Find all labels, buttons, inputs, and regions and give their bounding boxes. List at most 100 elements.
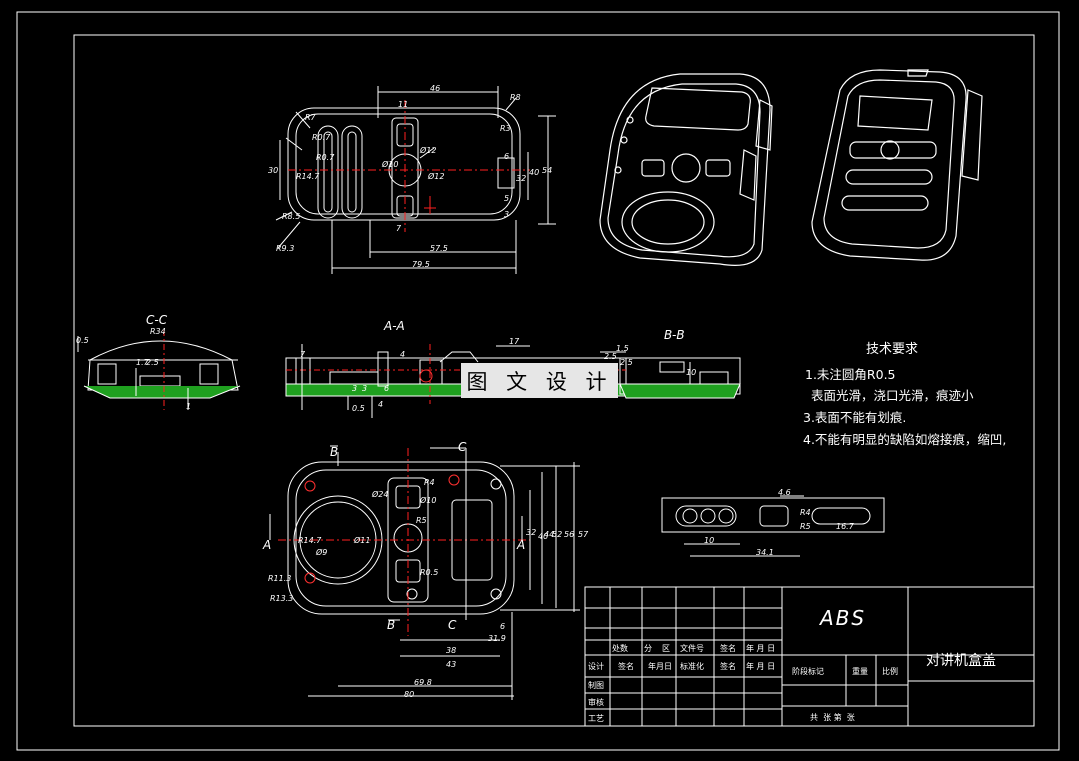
dimension-label: 57.5: [430, 244, 448, 253]
dimension-label: 34.1: [756, 548, 774, 557]
dimension-label: 43: [446, 660, 457, 669]
dimension-label: R13.3: [270, 594, 294, 603]
dimension-label: 4.6: [778, 488, 791, 497]
dimension-label: R34: [150, 327, 166, 336]
title-block-cell: 年 月 日: [746, 644, 776, 653]
dimension-label: 46: [430, 84, 441, 93]
tech-note-line: 3.表面不能有划痕.: [803, 410, 907, 425]
dimension-label: R11.3: [268, 574, 292, 583]
dimension-label: 7: [396, 224, 402, 233]
dimension-label: Ø10: [382, 160, 399, 169]
dimension-label: 32: [526, 528, 537, 537]
dimension-label: R14.7: [296, 172, 320, 181]
dimension-label: R9.3: [276, 244, 295, 253]
dimension-label: R8: [510, 93, 521, 102]
dimension-label: 32: [516, 174, 527, 183]
cut-marker-c-top: C: [458, 440, 467, 454]
dimension-label: Ø12: [428, 172, 445, 181]
isometric-view-open: [599, 73, 773, 266]
dimension-label: R0.7: [312, 133, 331, 142]
dimension-label: Ø11: [354, 536, 371, 545]
tech-notes-title: 技术要求: [866, 342, 919, 357]
section-label-cc: C-C: [146, 313, 168, 327]
title-block-cell: 年月日: [648, 662, 672, 671]
detail-view: [661, 495, 885, 557]
dimension-label: R5: [800, 522, 811, 531]
dimension-label: 44: [544, 530, 555, 539]
dimension-label: 38: [446, 646, 457, 655]
cut-marker-c-bottom: C: [448, 618, 457, 632]
title-block-cell: 签名: [720, 644, 736, 653]
dimension-label: Ø10: [420, 496, 437, 505]
dimension-label: 1.5: [616, 344, 629, 353]
section-label-aa: A-A: [384, 319, 405, 333]
dimension-label: R0.5: [420, 568, 439, 577]
title-block-cell: 签名: [720, 662, 736, 671]
outer-border: [16, 11, 1060, 751]
title-block-cell: 分: [644, 644, 652, 653]
title-block-cell: 签名: [618, 662, 634, 671]
dimension-label: 1: [186, 402, 192, 411]
material-label: ABS: [820, 606, 867, 630]
title-block-cell: 工艺: [588, 714, 604, 723]
top-view: [275, 86, 556, 274]
cut-marker-b-bottom: B: [387, 618, 396, 632]
title-block: [584, 586, 1035, 727]
dimension-label: 80: [404, 690, 415, 699]
dimension-label: Ø9: [316, 548, 328, 557]
dimension-label: 0.5: [352, 404, 365, 413]
section-bb: [600, 351, 741, 399]
title-block-cell: 制图: [588, 681, 604, 690]
dimension-label: 3: [352, 384, 358, 393]
dimension-label: R4: [800, 508, 811, 517]
dimension-label: 7: [300, 350, 306, 359]
dimension-label: Ø12: [420, 146, 437, 155]
title-block-cell: 共 张 第 张: [810, 713, 855, 722]
dimension-label: 1.7: [136, 358, 149, 367]
tech-note-line: 1.未注圆角R0.5: [805, 367, 896, 382]
watermark-label: 图 文 设 计: [461, 363, 618, 398]
dimension-label: R7: [305, 113, 316, 122]
dimension-label: 5: [504, 194, 510, 203]
bottom-view: [269, 445, 580, 700]
part-name: 对讲机盒盖: [926, 653, 996, 669]
title-block-cell: 审核: [588, 698, 604, 707]
title-block-cell: 设计: [588, 662, 604, 671]
title-block-cell: 比例: [882, 667, 898, 676]
dimension-label: R14.7: [298, 536, 322, 545]
dimension-label: 40: [538, 532, 549, 541]
dimension-label: R3: [500, 124, 511, 133]
title-block-cell: 区: [662, 644, 670, 653]
title-block-cell: 处数: [612, 644, 628, 653]
dimension-label: 10: [686, 368, 697, 377]
dimension-label: 0.5: [76, 336, 89, 345]
dimension-label: 17: [509, 337, 520, 346]
dimension-label: 69.8: [414, 678, 432, 687]
dimension-label: 79.5: [412, 260, 430, 269]
section-label-bb: B-B: [664, 328, 685, 342]
dimension-label: 6: [500, 622, 506, 631]
title-block-cell: 阶段标记: [792, 667, 824, 676]
title-block-cell: 标准化: [680, 662, 704, 671]
dimension-label: 52: [552, 530, 563, 539]
tech-note-line: 表面光滑，浇口光滑，痕迹小: [803, 388, 974, 403]
dimension-label: 4: [378, 400, 384, 409]
dimension-label: 16.7: [836, 522, 854, 531]
dimension-label: 6: [504, 152, 510, 161]
title-block-cell: 重量: [852, 667, 868, 676]
dimension-label: 2.5: [620, 358, 633, 367]
title-block-cell: 年 月 日: [746, 662, 776, 671]
dimension-label: 31.9: [488, 634, 506, 643]
tech-note-line: 4.不能有明显的缺陷如熔接痕，缩凹,: [803, 432, 1007, 447]
dimension-label: Ø24: [372, 490, 389, 499]
dimension-label: 4: [400, 350, 406, 359]
dimension-label: 10: [704, 536, 715, 545]
dimension-label: 40: [529, 168, 540, 177]
dimension-label: 56: [564, 530, 575, 539]
dimension-label: 2.5: [146, 358, 159, 367]
dimension-label: 30: [268, 166, 279, 175]
dimension-label: 3: [362, 384, 368, 393]
dimension-label: R5: [416, 516, 427, 525]
dimension-label: R4: [424, 478, 435, 487]
dimension-label: 54: [542, 166, 553, 175]
